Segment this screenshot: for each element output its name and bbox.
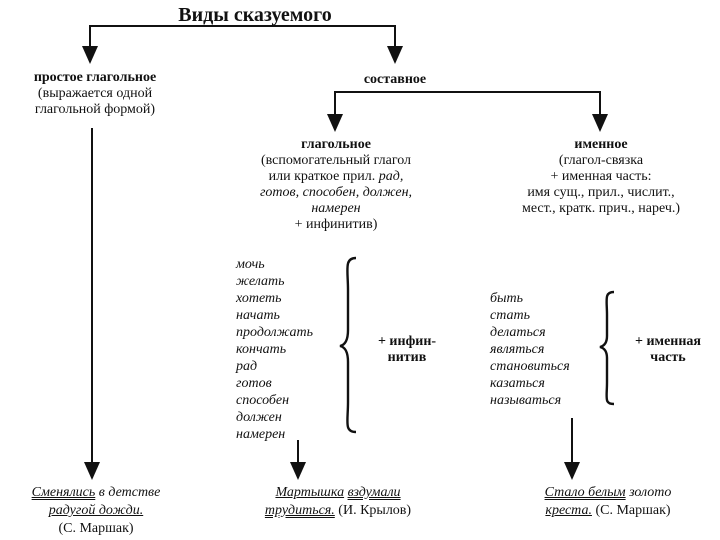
list-item: рад [236,359,258,374]
verbal-example-predicate: вздумали [347,485,401,500]
list-item: должен [236,410,282,425]
nominal-brace-label-line2: часть [650,350,686,365]
list-item: казаться [490,376,545,391]
nominal-word-list: быть стать делаться являться становиться… [490,290,570,409]
list-item: быть [490,291,524,306]
arrow-title-to-compound [255,25,403,64]
simple-example-rest: в детстве [95,485,161,500]
list-item: мочь [236,257,265,272]
verbal-desc-line2: или краткое прил. [268,169,376,184]
list-item: являться [490,342,545,357]
nominal-desc-line4: мест., кратк. прич., нареч.) [521,201,681,216]
verbal-desc-line5: + инфинитив) [294,217,378,232]
simple-name: простое глагольное [33,70,157,85]
list-item: становиться [490,359,570,374]
verbal-brace-label: + инфин- нитив [362,334,452,366]
nominal-example-line2: креста. [545,503,592,518]
simple-example-author: (С. Маршак) [58,521,134,536]
arrow-compound-to-nominal [395,91,608,132]
nominal-name: именное [574,137,628,152]
list-item: начать [236,308,280,323]
nominal-brace-label-line1: + именная [634,334,701,349]
diagram-title: Виды сказуемого [178,4,332,26]
simple-desc-line1: (выражается одной [37,86,153,101]
list-item: готов [236,376,272,391]
compound-name: составное [363,72,427,87]
list-item: намерен [236,427,286,442]
simple-desc-line2: глагольной формой) [34,102,156,117]
nominal-example-author: (С. Маршак) [591,503,671,518]
nominal-example: Стало белым золото креста. (С. Маршак) [500,484,716,520]
nominal-brace-label: + именная часть [618,334,718,366]
nominal-desc-line3: имя сущ., прил., числит., [527,185,675,200]
nominal-brace [599,290,615,406]
verbal-name: глагольное [301,137,371,152]
list-item: называться [490,393,562,408]
verbal-example-author: (И. Крылов) [334,503,412,518]
simple-example-line2: радугой дожди. [48,503,144,518]
list-item: хотеть [236,291,282,306]
verbal-example: Мартышка вздумали трудиться. (И. Крылов) [222,484,454,520]
arrow-title-to-simple [82,25,255,64]
arrow-compound-to-verbal [327,91,395,132]
verbal-desc-line3: готов, способен, должен, [259,185,413,200]
simple-example: Сменялись в детстве радугой дожди. (С. М… [4,484,188,538]
nominal-desc-line1: (глагол-связка [558,153,644,168]
list-item: желать [236,274,285,289]
verbal-block: глагольное (вспомогательный глагол или к… [222,137,450,233]
list-item: кончать [236,342,287,357]
verbal-desc-line4: намерен [311,201,361,216]
list-item: способен [236,393,290,408]
nominal-example-subject: золото [625,485,672,500]
list-item: стать [490,308,530,323]
simple-block: простое глагольное (выражается одной гла… [0,70,190,118]
verbal-word-list: мочь желать хотеть начать продолжать кон… [236,256,313,443]
nominal-desc-line2: + именная часть: [550,169,652,184]
list-item: продолжать [236,325,313,340]
verbal-desc-rad: рад, [378,169,404,184]
verbal-brace [339,256,357,434]
verbal-desc-line1: (вспомогательный глагол [260,153,412,168]
verbal-example-subject: Мартышка [275,485,345,500]
verbal-example-infinitive: трудиться. [264,503,335,518]
verbal-brace-label-line1: + инфин- [377,334,437,349]
nominal-block: именное (глагол-связка + именная часть: … [488,137,714,217]
nominal-example-predicate: Стало белым [544,485,626,500]
verbal-brace-label-line2: нитив [387,350,427,365]
list-item: делаться [490,325,546,340]
simple-example-predicate: Сменялись [31,485,96,500]
